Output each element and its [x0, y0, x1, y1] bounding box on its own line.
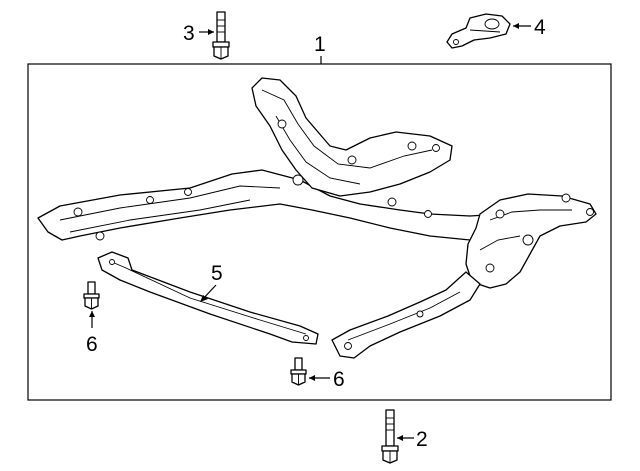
- arrow-5: [200, 295, 208, 302]
- callout-6-bottom: 6: [333, 368, 345, 391]
- callout-2: 2: [416, 428, 428, 451]
- bolt-2-icon[interactable]: [381, 409, 399, 464]
- callout-3: 3: [183, 22, 195, 45]
- assembly-frame: [27, 63, 612, 401]
- arrow-4: [513, 23, 519, 29]
- subframe-icon[interactable]: [37, 77, 597, 359]
- callout-1: 1: [314, 33, 326, 56]
- bolt-6-left-icon[interactable]: [83, 281, 100, 310]
- callout-5: 5: [211, 262, 223, 285]
- bracket-4-icon[interactable]: [446, 13, 511, 49]
- bolt-6-bottom-icon[interactable]: [290, 357, 307, 386]
- arrow-6-left: [89, 311, 95, 317]
- arrow-3: [208, 29, 214, 35]
- stiffener-bar-icon[interactable]: [97, 251, 319, 345]
- callout-4: 4: [534, 16, 546, 39]
- arrow-2: [397, 435, 403, 441]
- arrow-6-bottom: [309, 375, 315, 381]
- bolt-3-icon[interactable]: [212, 11, 230, 60]
- callout-6-left: 6: [86, 333, 98, 356]
